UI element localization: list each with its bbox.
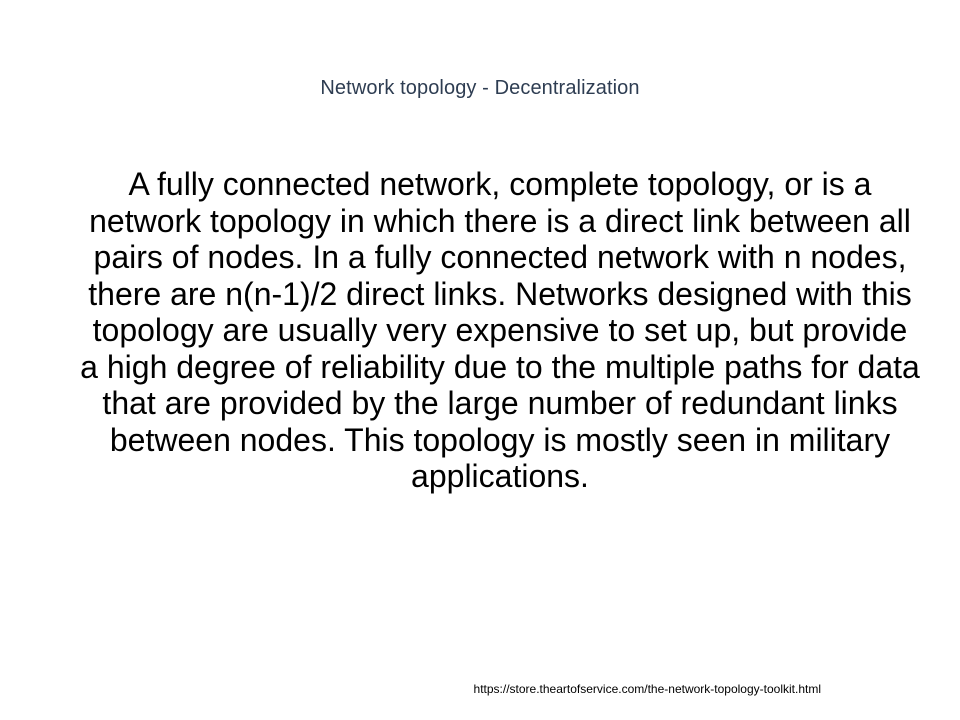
- slide-body-text: A fully connected network, complete topo…: [80, 166, 920, 494]
- footer-url: https://store.theartofservice.com/the-ne…: [473, 682, 821, 696]
- slide-title: Network topology - Decentralization: [320, 77, 640, 99]
